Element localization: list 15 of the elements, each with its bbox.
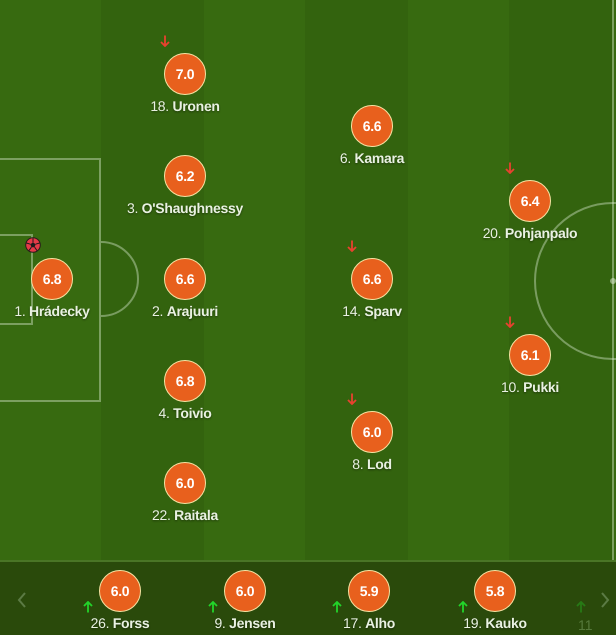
player-name: 6. Kamara <box>340 150 404 167</box>
player-name: 20. Pohjanpalo <box>482 225 578 242</box>
player-name: 26. Forss <box>90 615 150 632</box>
player-name: 19. Kauko <box>463 615 527 632</box>
player-name: 18. Uronen <box>150 98 220 115</box>
player-name: 17. Alho <box>342 615 396 632</box>
player-name: 3. O'Shaughnessy <box>126 200 244 217</box>
player-name: 2. Arajuuri <box>152 303 218 320</box>
player-name: 9. Jensen <box>214 615 276 632</box>
player-name: 1. Hrádecky <box>14 303 90 320</box>
player-name: 4. Toivio <box>158 405 212 422</box>
player-name: 10. Pukki <box>501 379 559 396</box>
player-name: 22. Raitala <box>152 507 218 524</box>
player-name: 8. Lod <box>352 456 392 473</box>
player-name: 14. Sparv <box>342 303 402 320</box>
